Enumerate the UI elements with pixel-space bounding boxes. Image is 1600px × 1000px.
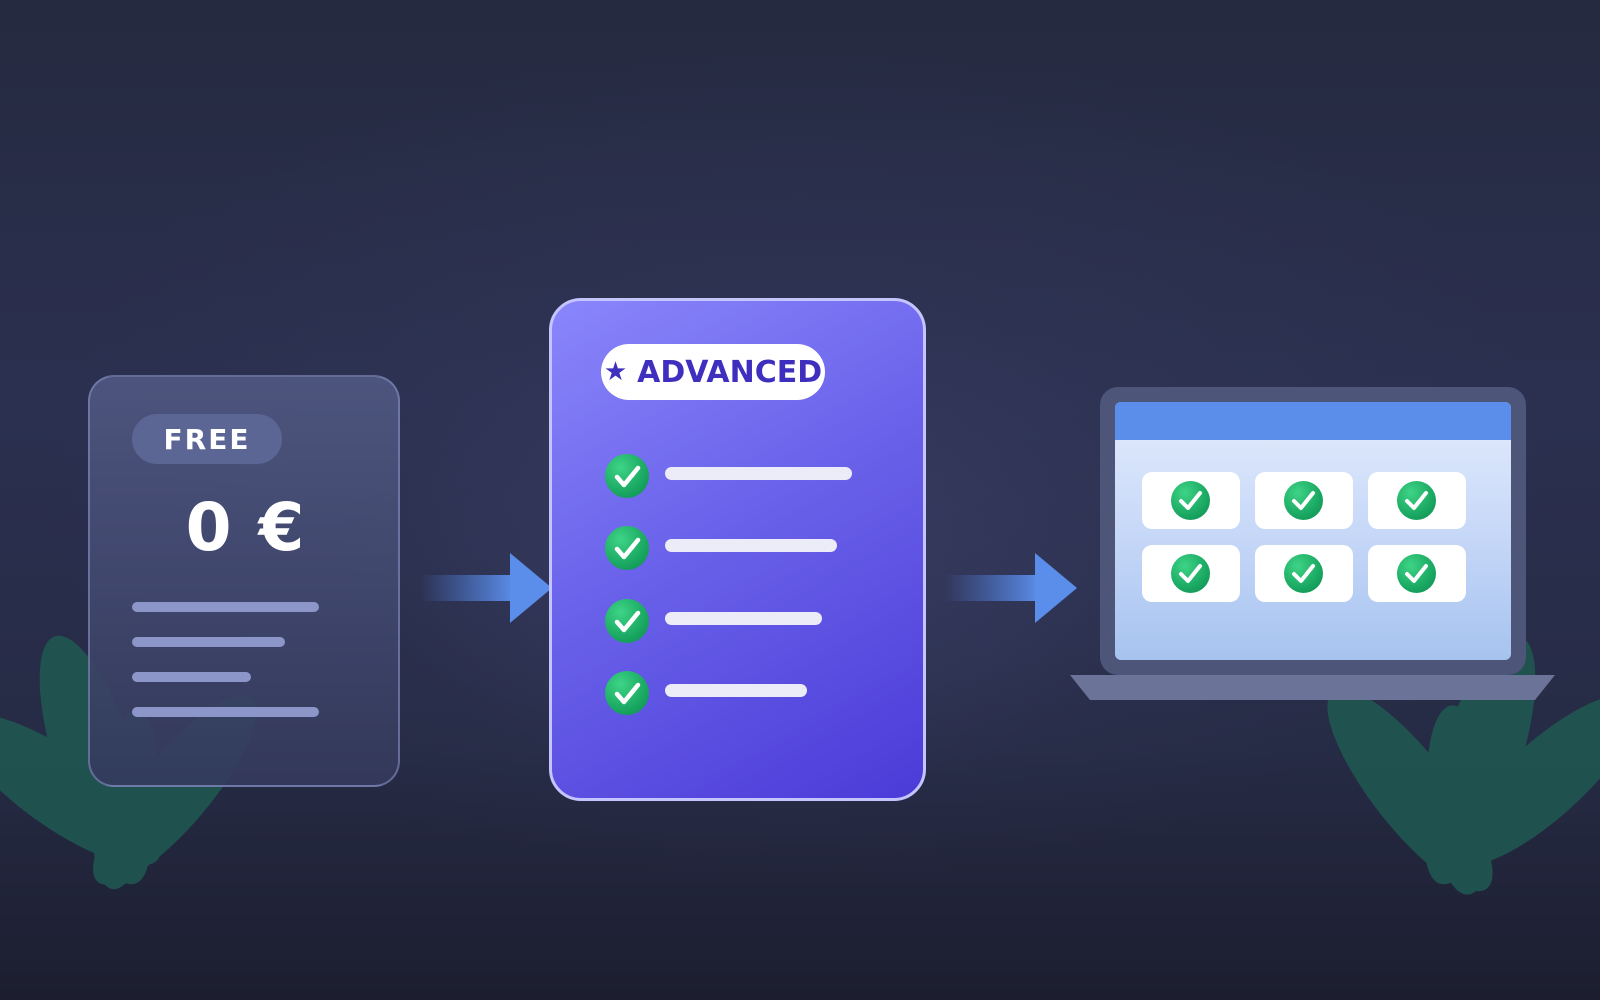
feature-line — [665, 539, 837, 552]
arrow-right-icon — [945, 553, 1077, 623]
feature-row — [605, 526, 885, 570]
advanced-plan-card: ★ ADVANCED — [549, 298, 926, 801]
feature-row — [605, 671, 885, 715]
star-icon: ★ — [603, 357, 628, 387]
check-icon — [1397, 481, 1436, 520]
feature-line — [665, 467, 852, 480]
check-icon — [1171, 481, 1210, 520]
screen-tile — [1368, 545, 1466, 602]
screen-tile — [1255, 545, 1353, 602]
screen-title-bar — [1115, 402, 1511, 440]
feature-line — [665, 684, 807, 697]
placeholder-line — [132, 672, 251, 682]
check-icon — [605, 599, 649, 643]
laptop-screen — [1115, 402, 1511, 660]
check-icon — [1171, 554, 1210, 593]
arrow-right-icon — [420, 553, 552, 623]
placeholder-line — [132, 637, 285, 647]
check-icon — [605, 671, 649, 715]
check-icon — [1397, 554, 1436, 593]
check-icon — [605, 526, 649, 570]
screen-tile — [1368, 472, 1466, 529]
check-icon — [1284, 554, 1323, 593]
advanced-badge: ★ ADVANCED — [601, 344, 825, 400]
placeholder-line — [132, 602, 319, 612]
free-plan-card: FREE 0 € — [88, 375, 400, 787]
free-price: 0 € — [185, 489, 307, 566]
check-icon — [605, 454, 649, 498]
feature-row — [605, 599, 885, 643]
screen-tile — [1255, 472, 1353, 529]
feature-row — [605, 454, 885, 498]
placeholder-line — [132, 707, 319, 717]
free-badge: FREE — [132, 414, 282, 464]
feature-line — [665, 612, 822, 625]
screen-tile — [1142, 472, 1240, 529]
check-icon — [1284, 481, 1323, 520]
laptop-frame — [1100, 387, 1526, 675]
screen-tile — [1142, 545, 1240, 602]
advanced-badge-label: ADVANCED — [637, 354, 823, 390]
